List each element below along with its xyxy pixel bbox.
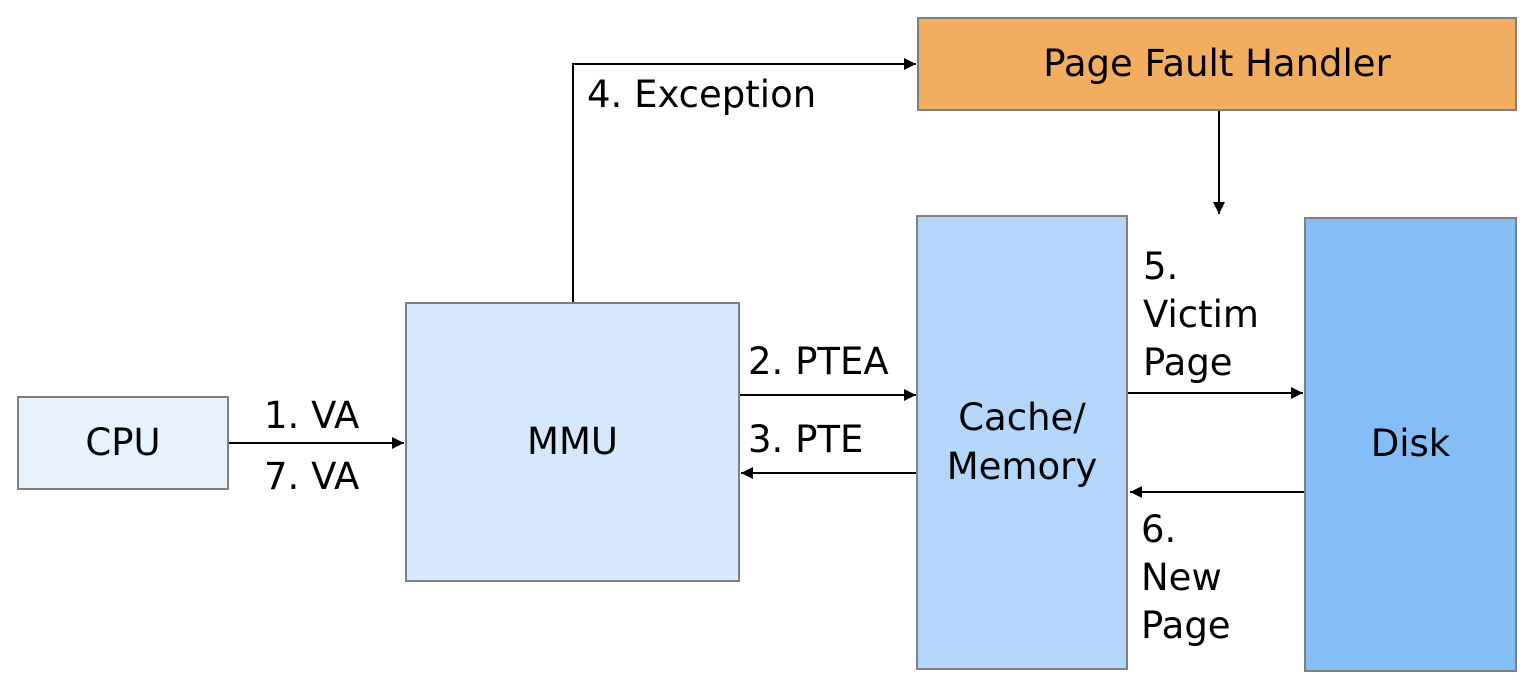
victim-page-line1: 5.: [1143, 245, 1179, 288]
mmu-box: MMU: [405, 302, 740, 582]
cache-memory-box: Cache/ Memory: [916, 215, 1128, 670]
edge-label-ptea: 2. PTEA: [748, 340, 889, 383]
victim-page-line2: Victim: [1143, 293, 1259, 336]
edge-label-va-7: 7. VA: [264, 455, 360, 498]
disk-box: Disk: [1304, 217, 1517, 672]
cache-memory-label-line1: Cache/: [958, 396, 1086, 440]
edge-label-exception: 4. Exception: [587, 73, 817, 116]
edge-label-va-1: 1. VA: [264, 394, 360, 437]
edge-label-pte: 3. PTE: [748, 418, 864, 461]
cache-memory-label: Cache/ Memory: [947, 394, 1097, 490]
new-page-line2: New: [1141, 556, 1222, 599]
page-fault-handler-label: Page Fault Handler: [1043, 41, 1391, 85]
page-fault-handler-box: Page Fault Handler: [917, 17, 1517, 111]
cpu-label: CPU: [85, 420, 161, 464]
new-page-line1: 6.: [1141, 508, 1177, 551]
new-page-line3: Page: [1141, 604, 1231, 647]
edge-label-victim-page: 5. Victim Page: [1143, 243, 1259, 387]
edge-label-new-page: 6. New Page: [1141, 506, 1231, 650]
cpu-box: CPU: [17, 396, 229, 490]
arrow-mmu-to-handler: [572, 58, 916, 302]
disk-label: Disk: [1370, 422, 1451, 466]
cache-memory-label-line2: Memory: [946, 444, 1098, 488]
victim-page-line3: Page: [1143, 341, 1233, 384]
mmu-label: MMU: [527, 419, 618, 463]
